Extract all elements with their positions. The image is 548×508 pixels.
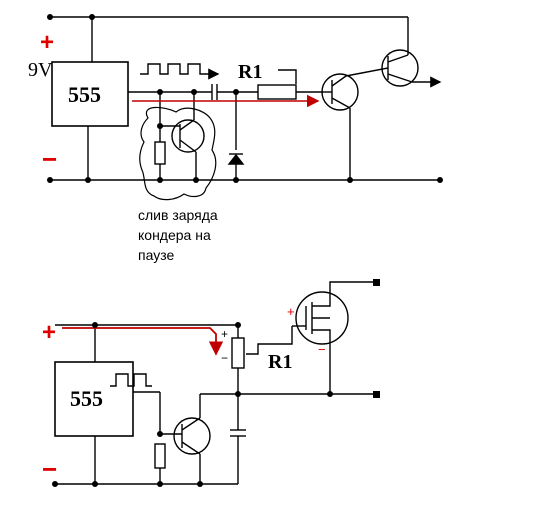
- wire: [387, 54, 409, 63]
- bottom-labels: + − 555 R1 + − + −: [42, 304, 326, 484]
- top-transistor-2: [381, 49, 419, 87]
- bottom-circuit: [54, 281, 376, 485]
- bottom-555-chip: [54, 361, 134, 437]
- wire: [331, 97, 351, 109]
- top-minus-sign: −: [42, 144, 57, 174]
- output-terminal-top: [373, 279, 380, 286]
- wire: [331, 75, 347, 87]
- wire: [179, 139, 197, 153]
- wire: [246, 326, 293, 355]
- mosfet-plus-label: +: [287, 304, 295, 319]
- bottom-mosfet: [295, 291, 349, 345]
- top-discharge-resistor: [154, 141, 166, 165]
- top-r1-label: R1: [238, 61, 262, 83]
- bottom-r1-label: R1: [268, 351, 292, 373]
- bottom-signal-arrow: [62, 327, 224, 356]
- annotation-line-3: паузе: [138, 247, 174, 263]
- top-circuit: [50, 16, 442, 201]
- top-555-chip: [51, 61, 129, 127]
- wire: [345, 67, 389, 77]
- annotation-line-2: кондера на: [138, 227, 211, 243]
- bottom-resistor: [154, 443, 166, 469]
- output-terminal-bottom: [373, 391, 380, 398]
- bottom-chip-label: 555: [70, 386, 103, 411]
- wire: [179, 119, 195, 131]
- wire: [181, 417, 201, 431]
- bottom-potentiometer-r1: [231, 337, 245, 369]
- top-annotation-outline: [139, 106, 217, 201]
- top-chip-label: 555: [68, 82, 101, 107]
- top-labels: + 9V 555 R1 − слив заряда кондера на пау…: [28, 29, 262, 263]
- mosfet-minus-label: −: [318, 342, 326, 357]
- top-junction-dots: [47, 14, 443, 183]
- bottom-plus-sign: +: [42, 319, 56, 346]
- top-diode: [227, 153, 245, 165]
- bottom-minus-sign: −: [42, 454, 57, 484]
- wire: [181, 441, 201, 455]
- wire: [387, 73, 413, 83]
- wire: [312, 281, 376, 307]
- bottom-transistor: [173, 417, 211, 455]
- pot-minus-label: −: [221, 351, 228, 365]
- pot-plus-label: +: [221, 327, 228, 341]
- wire: [312, 329, 376, 395]
- top-pulse-train: [140, 63, 220, 80]
- top-voltage-label: 9V: [28, 59, 53, 81]
- top-resistor-r1: [257, 84, 297, 100]
- top-plus-sign: +: [40, 29, 54, 56]
- bottom-terminals: [52, 279, 380, 487]
- annotation-line-1: слив заряда: [138, 207, 218, 223]
- bottom-pulse-train: [110, 373, 152, 387]
- top-discharge-transistor: [171, 119, 205, 153]
- wire: [278, 69, 297, 84]
